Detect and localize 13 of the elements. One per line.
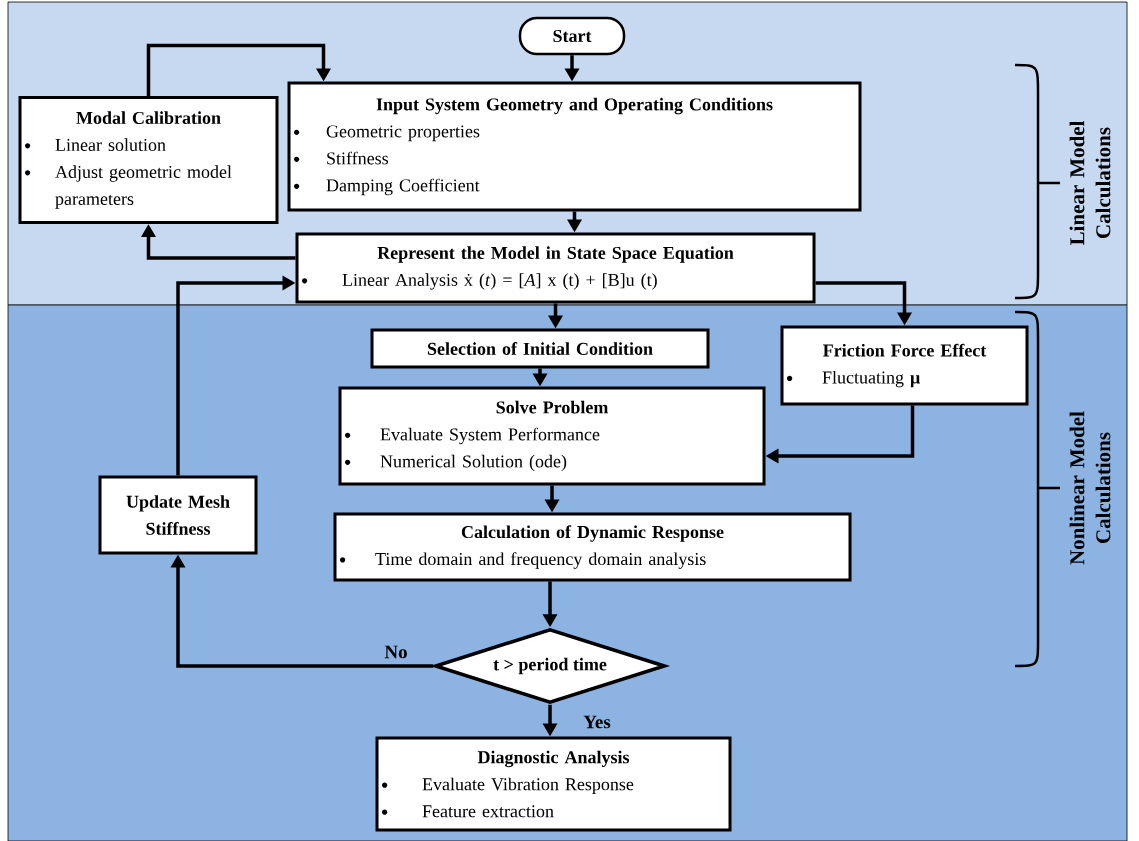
process-box: Solve Problem Evaluate System Performance Numerical Solution (ode) <box>338 386 766 486</box>
arrow <box>146 43 331 96</box>
process-box: Selection of Initial Condition <box>370 328 710 369</box>
side-label: Nonlinear Model Calculations <box>1069 411 1111 565</box>
start-terminal: Start <box>518 16 626 56</box>
process-box: Friction Force Effect Fluctuating μ <box>780 325 1029 406</box>
process-box: Represent the Model in State Space Equation Linear Analysis ẋ (t) = [A] x (t) + [B]u (t) <box>295 232 816 304</box>
process-box: Update Mesh Stiffness <box>98 475 258 555</box>
process-box: Diagnostic Analysis Evaluate Vibration Response Feature extraction <box>375 736 732 832</box>
process-box: Calculation of Dynamic Response Time domain and frequency domain analysis <box>333 512 852 582</box>
process-box: Input System Geometry and Operating Conditions Geometric properties Stiffness Damping Coefficient <box>287 81 862 212</box>
side-label: Linear Model Calculations <box>1069 120 1111 246</box>
process-box: Modal Calibration Linear solution Adjust geometric model parameters <box>18 96 279 224</box>
